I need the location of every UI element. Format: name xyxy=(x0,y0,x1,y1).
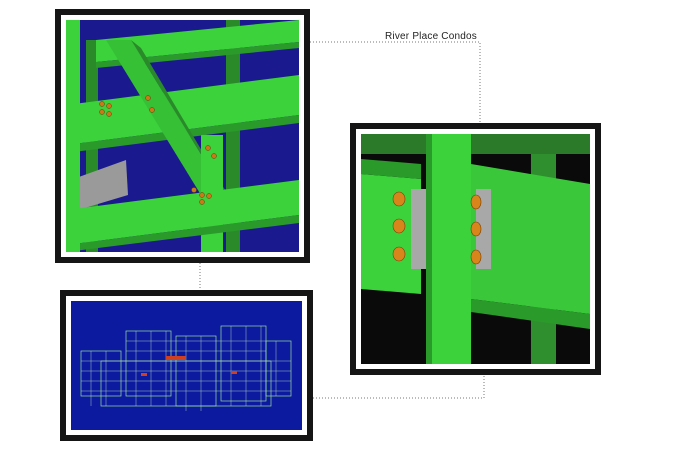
connector-title-to-closeup xyxy=(310,41,481,123)
panel-beam-detail xyxy=(55,9,310,263)
bolted-connection-closeup-view xyxy=(361,134,590,364)
panel-connection-closeup xyxy=(350,123,601,375)
building-3d-model-overview xyxy=(71,301,302,430)
steel-beam-detail-view xyxy=(66,20,299,252)
panel-building-overview xyxy=(60,290,313,441)
project-title: River Place Condos xyxy=(385,31,477,42)
connector-overview-to-closeup xyxy=(313,375,485,399)
